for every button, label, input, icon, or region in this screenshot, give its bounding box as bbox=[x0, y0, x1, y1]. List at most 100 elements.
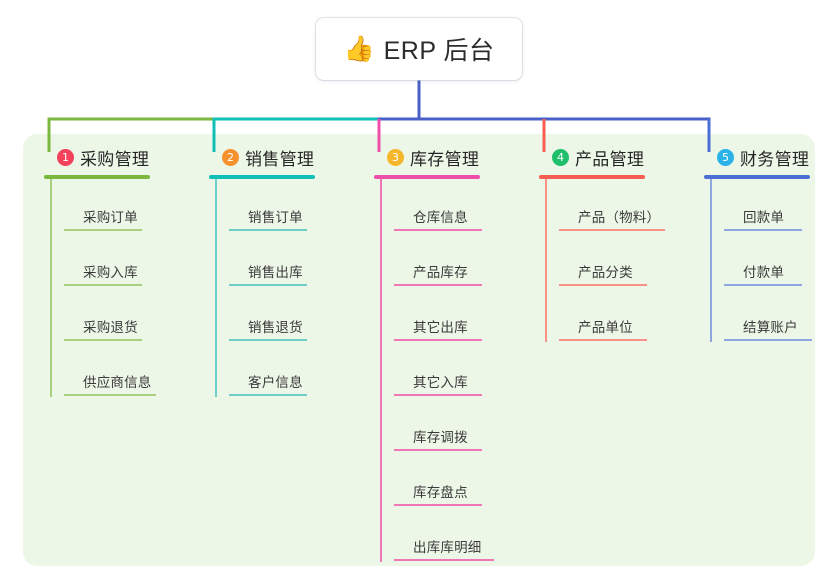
leaf-item[interactable]: 仓库信息 bbox=[394, 179, 535, 234]
leaf-label: 采购退货 bbox=[83, 320, 138, 335]
branch-underline bbox=[539, 175, 645, 179]
leaf-item[interactable]: 客户信息 bbox=[229, 344, 370, 399]
branch-column-2: 2 销售管理销售订单销售出库销售退货客户信息 bbox=[205, 145, 370, 399]
branch-underline bbox=[209, 175, 315, 179]
branch-number-badge: 5 bbox=[717, 148, 734, 166]
leaf-underline bbox=[394, 394, 482, 396]
branch-number-badge: 2 bbox=[222, 148, 239, 166]
leaf-label: 采购订单 bbox=[83, 210, 138, 225]
leaf-item[interactable]: 结算账户 bbox=[724, 289, 839, 344]
leaf-underline bbox=[724, 339, 812, 341]
branch-title: 财务管理 bbox=[740, 149, 810, 169]
branch-header-2[interactable]: 2 销售管理 bbox=[205, 145, 370, 169]
leaf-underline bbox=[394, 559, 494, 561]
root-title: ERP 后台 bbox=[383, 37, 495, 65]
leaf-underline bbox=[559, 229, 665, 231]
leaf-underline bbox=[229, 284, 307, 286]
leaf-label: 销售退货 bbox=[248, 320, 303, 335]
leaf-item[interactable]: 销售订单 bbox=[229, 179, 370, 234]
leaf-item[interactable]: 产品分类 bbox=[559, 234, 700, 289]
leaf-item[interactable]: 采购订单 bbox=[64, 179, 205, 234]
leaf-label: 采购入库 bbox=[83, 265, 138, 280]
leaf-underline bbox=[394, 449, 482, 451]
leaf-underline bbox=[64, 284, 142, 286]
leaf-label: 回款单 bbox=[743, 210, 785, 225]
leaf-item[interactable]: 库存盘点 bbox=[394, 454, 535, 509]
branch-column-3: 3 库存管理仓库信息产品库存其它出库其它入库库存调拨库存盘点出库库明细 bbox=[370, 145, 535, 564]
leaf-item[interactable]: 出库库明细 bbox=[394, 509, 535, 564]
leaf-trunk-line bbox=[50, 179, 52, 397]
leaf-label: 销售出库 bbox=[248, 265, 303, 280]
branch-underline bbox=[44, 175, 150, 179]
leaf-underline bbox=[559, 284, 647, 286]
leaf-label: 出库库明细 bbox=[413, 540, 482, 555]
leaf-label: 产品单位 bbox=[578, 320, 633, 335]
leaf-item[interactable]: 其它出库 bbox=[394, 289, 535, 344]
branch-title: 产品管理 bbox=[575, 149, 645, 169]
leaf-item[interactable]: 产品单位 bbox=[559, 289, 700, 344]
leaf-underline bbox=[229, 339, 307, 341]
leaf-underline bbox=[64, 394, 156, 396]
branches-panel bbox=[23, 134, 815, 566]
leaf-item[interactable]: 供应商信息 bbox=[64, 344, 205, 399]
leaf-list: 仓库信息产品库存其它出库其它入库库存调拨库存盘点出库库明细 bbox=[370, 179, 535, 564]
leaf-item[interactable]: 库存调拨 bbox=[394, 399, 535, 454]
branch-underline bbox=[374, 175, 480, 179]
leaf-label: 产品（物料） bbox=[578, 210, 661, 225]
branch-number-badge: 3 bbox=[387, 148, 404, 166]
branch-title: 销售管理 bbox=[245, 149, 315, 169]
leaf-label: 产品库存 bbox=[413, 265, 468, 280]
leaf-trunk-line bbox=[710, 179, 712, 342]
leaf-trunk-line bbox=[545, 179, 547, 342]
leaf-underline bbox=[64, 229, 142, 231]
leaf-item[interactable]: 采购退货 bbox=[64, 289, 205, 344]
leaf-list: 回款单付款单结算账户 bbox=[700, 179, 839, 344]
leaf-underline bbox=[724, 229, 802, 231]
leaf-underline bbox=[394, 339, 482, 341]
branch-header-5[interactable]: 5 财务管理 bbox=[700, 145, 839, 169]
leaf-label: 其它出库 bbox=[413, 320, 468, 335]
leaf-item[interactable]: 其它入库 bbox=[394, 344, 535, 399]
branch-header-3[interactable]: 3 库存管理 bbox=[370, 145, 535, 169]
leaf-list: 销售订单销售出库销售退货客户信息 bbox=[205, 179, 370, 399]
root-node[interactable]: 👍 ERP 后台 bbox=[316, 18, 522, 80]
leaf-item[interactable]: 产品库存 bbox=[394, 234, 535, 289]
leaf-underline bbox=[229, 229, 307, 231]
leaf-label: 库存调拨 bbox=[413, 430, 468, 445]
branch-title: 库存管理 bbox=[410, 149, 480, 169]
leaf-label: 产品分类 bbox=[578, 265, 633, 280]
leaf-label: 付款单 bbox=[743, 265, 785, 280]
leaf-list: 产品（物料） 产品分类产品单位 bbox=[535, 179, 700, 344]
leaf-item[interactable]: 销售出库 bbox=[229, 234, 370, 289]
leaf-label: 库存盘点 bbox=[413, 485, 468, 500]
leaf-underline bbox=[64, 339, 142, 341]
leaf-item[interactable]: 销售退货 bbox=[229, 289, 370, 344]
leaf-label: 销售订单 bbox=[248, 210, 303, 225]
branch-underline bbox=[704, 175, 810, 179]
leaf-trunk-line bbox=[215, 179, 217, 397]
leaf-underline bbox=[559, 339, 647, 341]
branch-number-badge: 1 bbox=[57, 148, 74, 166]
leaf-underline bbox=[724, 284, 802, 286]
branch-column-5: 5 财务管理回款单付款单结算账户 bbox=[700, 145, 839, 344]
leaf-label: 仓库信息 bbox=[413, 210, 468, 225]
leaf-label: 其它入库 bbox=[413, 375, 468, 390]
leaf-item[interactable]: 产品（物料） bbox=[559, 179, 700, 234]
branch-title: 采购管理 bbox=[80, 149, 150, 169]
leaf-underline bbox=[394, 284, 482, 286]
leaf-item[interactable]: 采购入库 bbox=[64, 234, 205, 289]
leaf-underline bbox=[229, 394, 307, 396]
thumbs-up-icon: 👍 bbox=[343, 34, 375, 63]
leaf-label: 结算账户 bbox=[743, 320, 798, 335]
leaf-underline bbox=[394, 229, 482, 231]
leaf-item[interactable]: 付款单 bbox=[724, 234, 839, 289]
leaf-list: 采购订单采购入库采购退货供应商信息 bbox=[40, 179, 205, 399]
branch-column-1: 1 采购管理采购订单采购入库采购退货供应商信息 bbox=[40, 145, 205, 399]
branch-header-1[interactable]: 1 采购管理 bbox=[40, 145, 205, 169]
leaf-item[interactable]: 回款单 bbox=[724, 179, 839, 234]
leaf-trunk-line bbox=[380, 179, 382, 562]
